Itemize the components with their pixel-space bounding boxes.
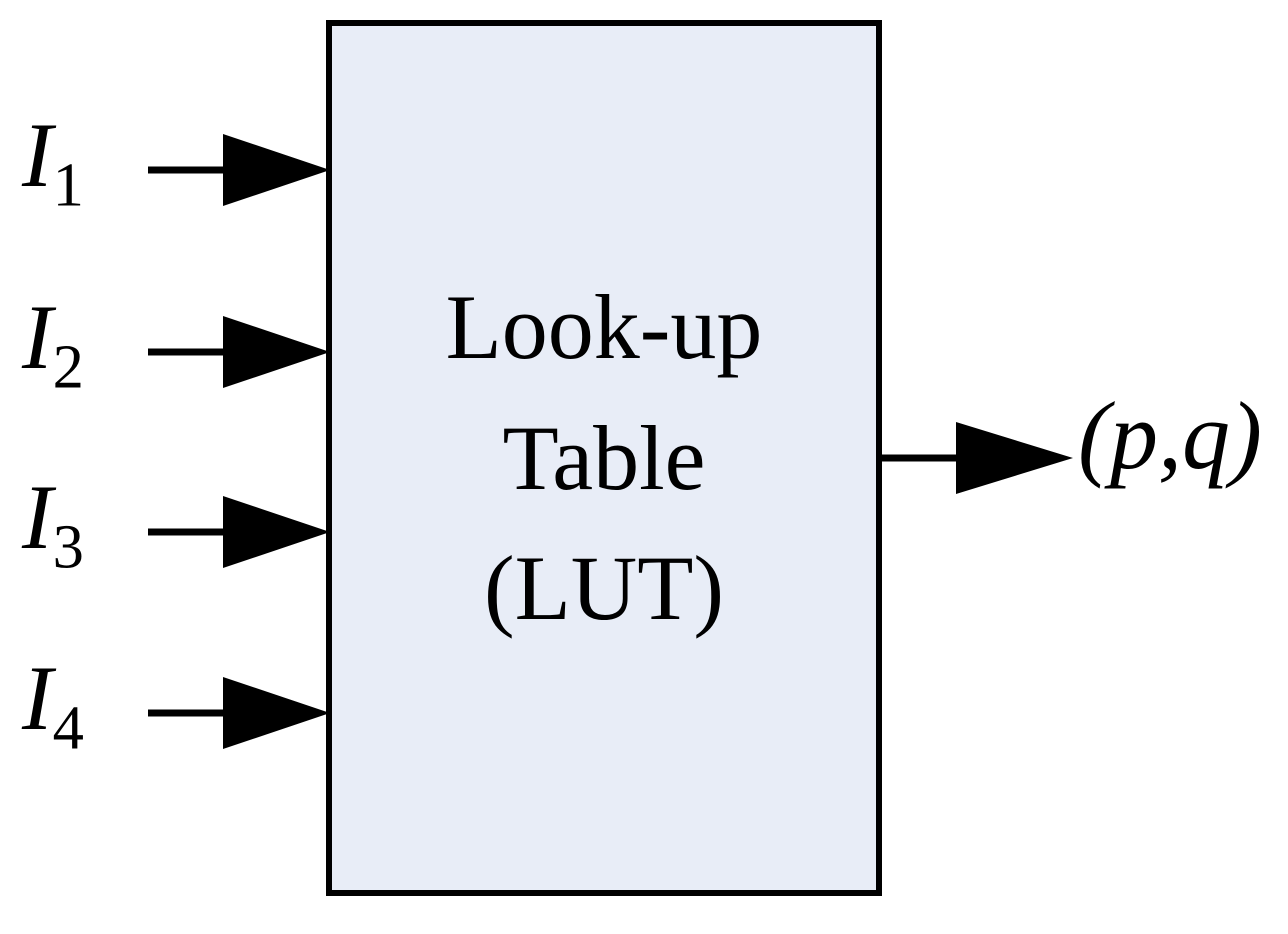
input-label-base: I <box>22 286 53 388</box>
input-label-i4: I4 <box>22 652 84 759</box>
input-label-i1: I1 <box>22 109 84 216</box>
input-label-base: I <box>22 104 53 206</box>
input-label-subscript: 3 <box>52 511 84 582</box>
input-label-subscript: 4 <box>52 692 84 763</box>
output-arrow-icon <box>880 422 1073 494</box>
lut-block: Look-up Table (LUT) <box>326 20 882 896</box>
input-arrow-icon <box>148 677 330 749</box>
input-arrow-icon <box>148 316 330 388</box>
output-label: (p,q) <box>1078 382 1262 489</box>
lut-title-line-3: (LUT) <box>483 537 725 640</box>
lut-title-line-1: Look-up <box>445 276 763 379</box>
input-label-base: I <box>22 466 53 568</box>
input-label-subscript: 2 <box>52 331 84 402</box>
input-label-i2: I2 <box>22 291 84 398</box>
input-label-subscript: 1 <box>52 149 84 220</box>
input-label-base: I <box>22 647 53 749</box>
lut-block-title: Look-up Table (LUT) <box>446 262 763 654</box>
input-label-i3: I3 <box>22 471 84 578</box>
lut-title-line-2: Table <box>502 406 706 509</box>
input-arrow-icon <box>148 496 330 568</box>
input-arrow-icon <box>148 134 330 206</box>
